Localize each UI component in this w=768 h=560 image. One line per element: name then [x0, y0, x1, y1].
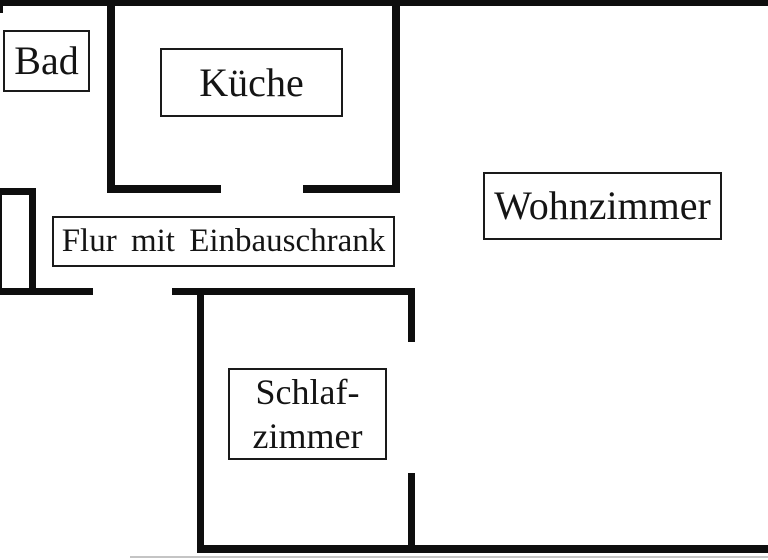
hall-bottom-wall-right	[172, 288, 415, 295]
room-label-schlafzimmer-line2: zimmer	[252, 416, 363, 456]
room-label-schlafzimmer: Schlaf- zimmer	[228, 368, 387, 460]
outer-bottom-wall	[197, 545, 768, 553]
kitchen-left-wall	[107, 0, 115, 193]
closet-left-edge	[0, 190, 2, 292]
bedroom-right-wall-upper	[408, 295, 415, 342]
room-label-bad-text: Bad	[14, 38, 79, 83]
closet-top-wall	[0, 188, 36, 195]
room-label-flur: Flur mit Einbauschrank	[52, 216, 395, 267]
kitchen-bottom-wall-left	[107, 185, 221, 193]
hall-bottom-wall-left	[0, 288, 93, 295]
outer-top-wall	[3, 0, 768, 6]
kitchen-bottom-wall-right	[303, 185, 400, 193]
room-label-kueche-text: Küche	[199, 59, 304, 105]
room-label-flur-text: Flur mit Einbauschrank	[61, 223, 386, 260]
room-label-kueche: Küche	[160, 48, 343, 117]
outer-top-left-stub	[0, 0, 3, 13]
bedroom-right-wall-lower	[408, 473, 415, 552]
bedroom-left-wall	[197, 288, 204, 553]
room-label-wohnzimmer: Wohnzimmer	[483, 172, 722, 240]
kitchen-right-wall	[392, 0, 400, 193]
room-label-bad: Bad	[3, 30, 90, 92]
room-label-wohnzimmer-text: Wohnzimmer	[494, 183, 711, 228]
closet-right-wall	[29, 188, 36, 295]
scan-artifact-line	[130, 556, 768, 558]
room-label-schlafzimmer-line1: Schlaf-	[255, 372, 360, 412]
